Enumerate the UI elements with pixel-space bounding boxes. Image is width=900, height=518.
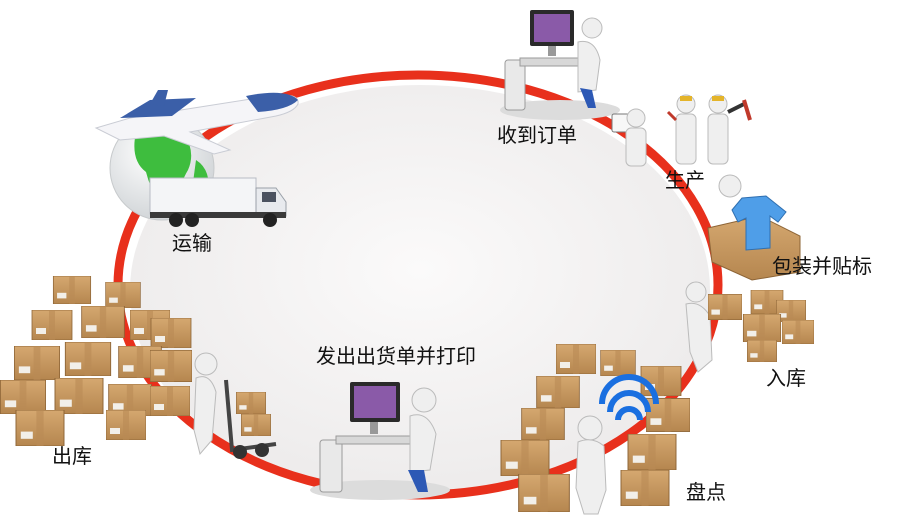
- stage-label-outbound: 出库: [52, 444, 92, 468]
- transport-illustration: [94, 90, 299, 227]
- outbound-illustration: [0, 276, 277, 459]
- stocktake-illustration: [500, 344, 690, 515]
- print-invoice-illustration: [310, 382, 450, 500]
- pack-label-illustration: [707, 174, 801, 281]
- stage-label-transport: 运输: [172, 231, 212, 255]
- warehousing-illustration: [685, 281, 814, 373]
- stage-label-produce: 生产: [665, 168, 705, 192]
- produce-illustration: [611, 94, 752, 167]
- stage-label-print-invoice: 发出出货单并打印: [316, 344, 476, 368]
- stage-label-stocktake: 盘点: [686, 480, 726, 504]
- receive-order-illustration: [500, 10, 620, 120]
- stage-label-pack-label: 包装并贴标: [772, 254, 872, 278]
- stage-label-receive-order: 收到订单: [497, 123, 577, 147]
- stage-label-warehousing: 入库: [766, 366, 806, 390]
